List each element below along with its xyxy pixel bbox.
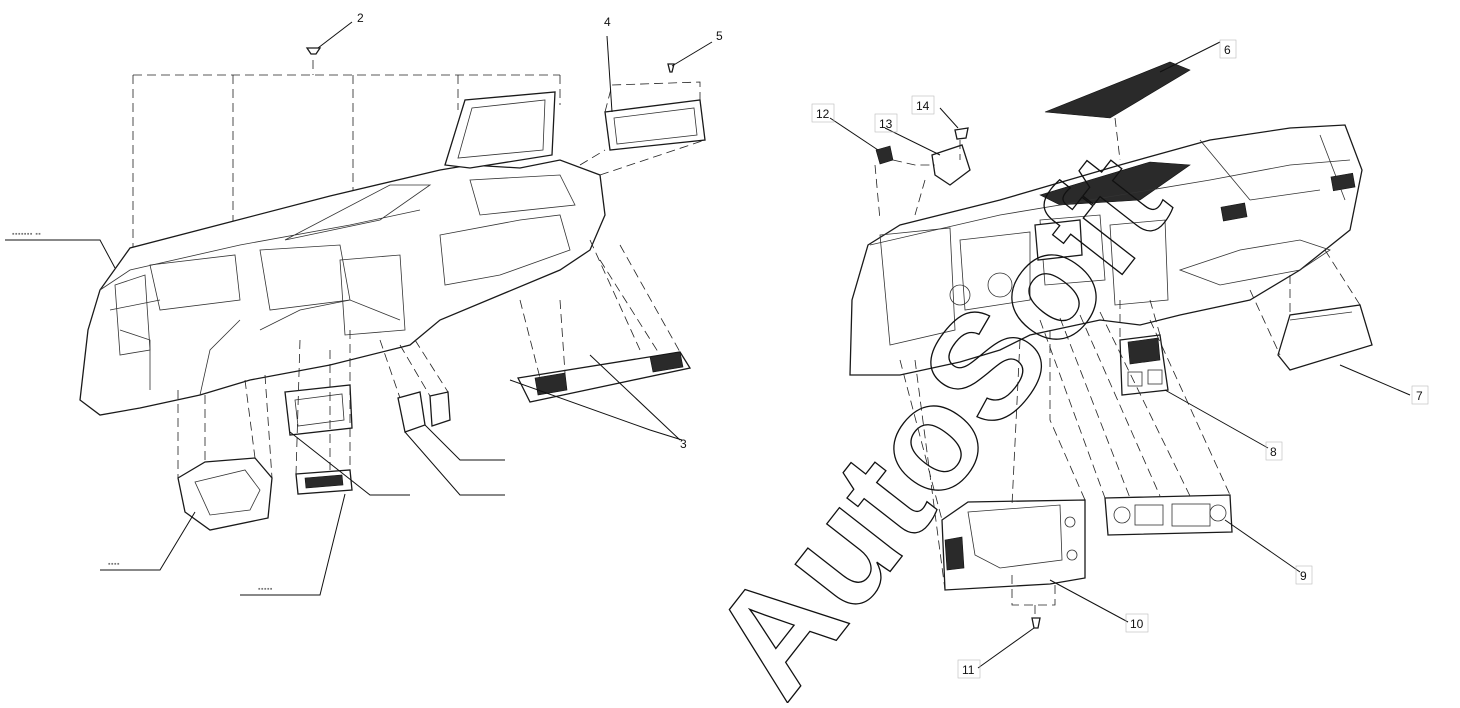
fastener-2-icon (305, 47, 322, 55)
svg-text:▪▪▪▪▪▪▪ ▪▪: ▪▪▪▪▪▪▪ ▪▪ (12, 231, 41, 238)
radio-module (284, 384, 353, 436)
center-display (1034, 219, 1083, 261)
display-part-4 (604, 99, 706, 151)
callout-12: 12 (816, 107, 830, 121)
callout-7: 7 (1416, 389, 1423, 403)
control-panel-9 (1104, 494, 1233, 536)
callout-5: 5 (716, 29, 723, 43)
callout-leaders (317, 21, 1411, 669)
callout-2: 2 (357, 11, 364, 25)
callout-14: 14 (916, 99, 930, 113)
bracket-13 (931, 144, 971, 186)
svg-text:▪▪▪▪: ▪▪▪▪ (108, 561, 120, 568)
svg-text:▪▪▪▪▪: ▪▪▪▪▪ (258, 586, 273, 593)
autosoft-watermark: AutoSoft (678, 123, 1200, 703)
right-dashboard-assembly (849, 61, 1373, 629)
defrost-grille-6 (1044, 61, 1191, 119)
switch-cluster (397, 391, 451, 433)
glovebox-7 (1277, 304, 1373, 371)
right-dashboard-body (849, 124, 1363, 376)
fastener-14-icon (954, 127, 969, 140)
left-hinged-lid (444, 91, 556, 169)
callout-4: 4 (604, 15, 611, 29)
callout-labels: 2 3 4 5 6 7 8 9 10 11 12 13 14 (357, 11, 1429, 679)
callout-9: 9 (1300, 569, 1307, 583)
callout-6: 6 (1224, 43, 1231, 57)
callout-13: 13 (879, 117, 893, 131)
left-dashboard-body (79, 159, 606, 416)
callout-3: 3 (680, 437, 687, 451)
callout-8: 8 (1270, 445, 1277, 459)
clip-12-icon (875, 145, 894, 165)
left-dashboard-assembly: ▪▪▪▪▪▪▪ ▪▪ ▪▪▪▪ ▪▪▪▪▪ (5, 47, 706, 596)
screw-11-icon (1031, 617, 1041, 629)
callout-11: 11 (962, 663, 975, 677)
instrument-cluster-bezel (177, 457, 273, 531)
callout-10: 10 (1130, 617, 1144, 631)
